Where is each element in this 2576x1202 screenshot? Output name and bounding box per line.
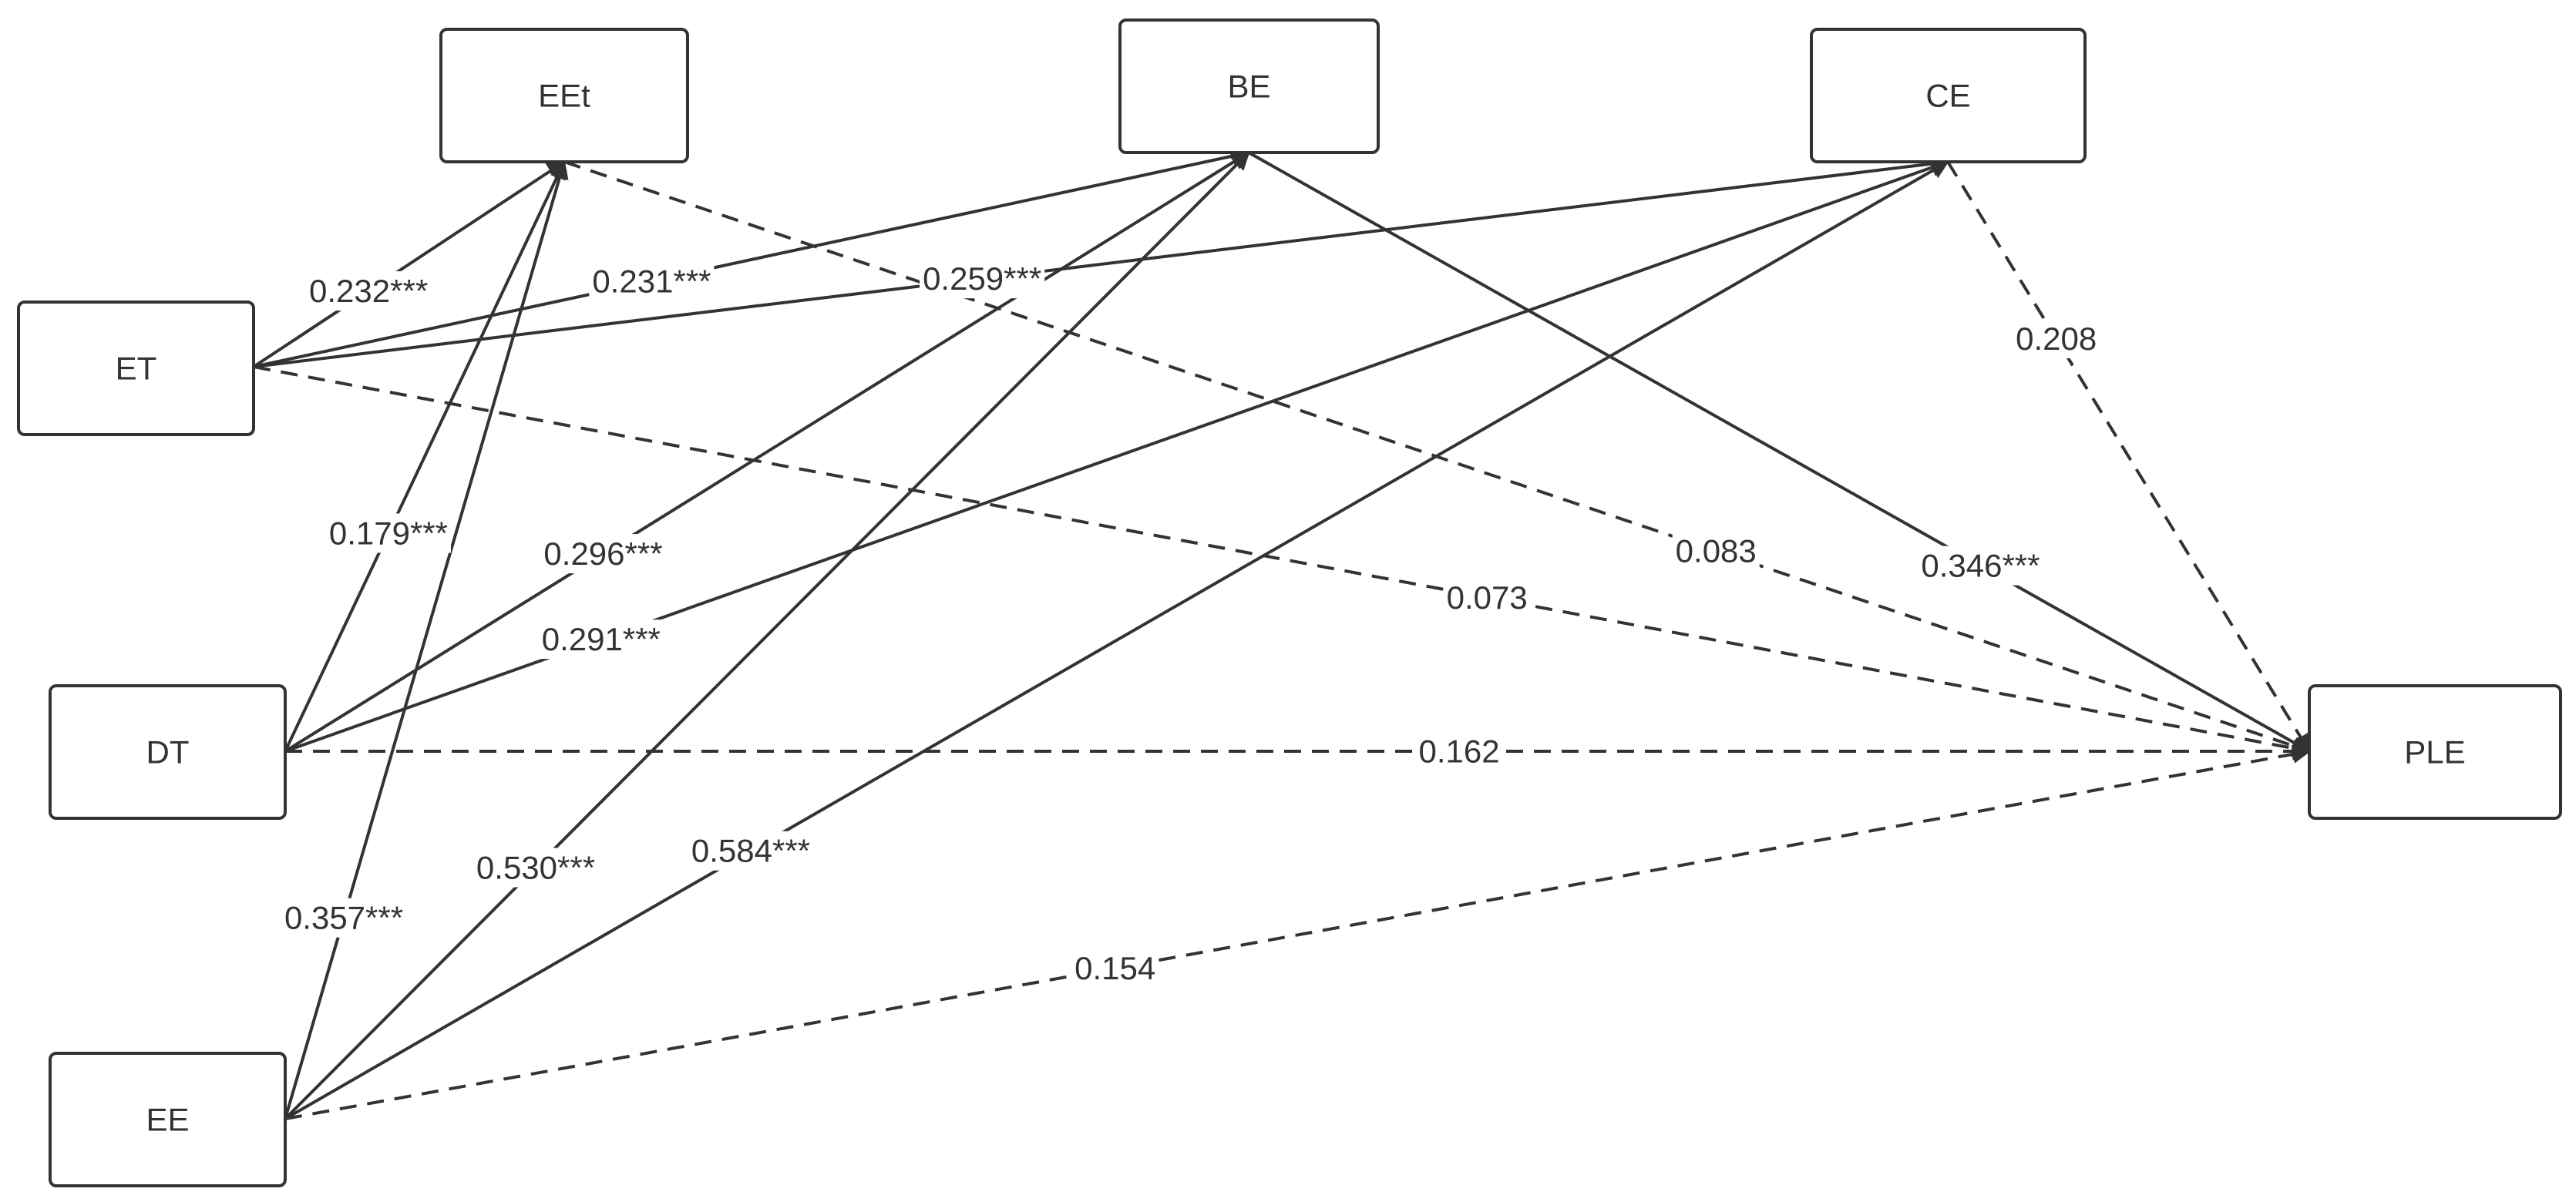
edge-label-ee-to-ple: 0.154 [1071, 948, 1159, 988]
edge-label-eet-to-ple: 0.083 [1672, 531, 1760, 571]
edge-label-dt-to-be: 0.296*** [540, 534, 666, 574]
edge-label-et-to-ple: 0.073 [1443, 577, 1531, 617]
edge-label-background [306, 271, 432, 311]
edge-ee-to-ce [284, 160, 1950, 1120]
edge-coefficient: 0.296*** [543, 536, 662, 572]
node-box [49, 1052, 287, 1187]
node-box [2308, 684, 2562, 820]
node-label: CE [1925, 78, 1970, 114]
node-box [49, 684, 287, 820]
node-dt: DT [49, 684, 287, 820]
edge-coefficient: 0.162 [1419, 734, 1500, 770]
edge-label-background [688, 831, 814, 871]
edge-ee-to-ple [284, 745, 2312, 1120]
edge-label-et-to-eet: 0.232*** [306, 271, 432, 311]
edge-label-dt-to-ple: 0.162 [1415, 731, 1503, 771]
edge-label-et-to-be: 0.231*** [589, 261, 715, 301]
edge-label-ee-to-be: 0.530*** [472, 848, 599, 888]
edge-label-background [472, 848, 599, 888]
edge-labels-layer: 0.232*** 0.231*** 0.259*** 0.073 0.179*** 0.2… [281, 259, 2100, 988]
edge-label-ce-to-ple: 0.208 [2013, 319, 2100, 358]
edge-label-et-to-ce: 0.259*** [920, 259, 1045, 299]
edge-label-ee-to-ce: 0.584*** [688, 831, 814, 871]
node-eet: EEt [439, 28, 689, 163]
edge-coefficient: 0.259*** [923, 260, 1041, 297]
edge-label-background [325, 513, 452, 553]
edge-label-background [538, 619, 664, 660]
edge-coefficient: 0.584*** [691, 833, 810, 869]
edge-label-background [281, 898, 407, 938]
edge-coefficient: 0.291*** [542, 621, 661, 657]
node-ee: EE [49, 1052, 287, 1187]
node-label: DT [146, 734, 190, 771]
edge-dt-to-be [284, 151, 1251, 753]
edge-label-background [1443, 577, 1531, 617]
edge-label-background [920, 259, 1045, 299]
edge-label-background [2013, 319, 2100, 358]
node-box [17, 300, 255, 436]
edge-dt-to-eet [284, 159, 566, 752]
edge-coefficient: 0.154 [1074, 950, 1155, 986]
edge-coefficient: 0.530*** [476, 849, 595, 885]
edge-coefficient: 0.232*** [309, 273, 428, 309]
node-ce: CE [1810, 28, 2087, 163]
edge-ee-to-eet [284, 159, 569, 1120]
node-label: ET [116, 351, 157, 387]
edge-coefficient: 0.346*** [1921, 548, 2040, 584]
nodes-layer: EEt BE CE ET DT EE PLE [17, 18, 2562, 1187]
edge-label-background [1672, 531, 1760, 571]
node-label: PLE [2404, 734, 2465, 771]
edge-dt-to-ce [284, 158, 1950, 753]
edge-label-dt-to-ce: 0.291*** [538, 619, 664, 660]
edge-et-to-ce [253, 154, 1950, 368]
edge-ee-to-be [284, 151, 1250, 1120]
node-label: BE [1227, 69, 1270, 105]
node-et: ET [17, 300, 255, 436]
node-box [1810, 28, 2087, 163]
edge-label-background [589, 261, 715, 301]
node-ple: PLE [2308, 684, 2562, 820]
edge-et-to-ple [253, 365, 2312, 757]
node-box [439, 28, 689, 163]
edge-coefficient: 0.208 [2016, 321, 2097, 357]
node-label: EEt [538, 78, 590, 114]
edge-coefficient: 0.357*** [284, 900, 403, 936]
edge-label-background [1071, 948, 1159, 988]
edge-ce-to-ple [1946, 160, 2311, 754]
edge-be-to-ple [1248, 151, 2312, 753]
edge-eet-to-ple [563, 160, 2312, 755]
node-be: BE [1118, 18, 1380, 154]
edge-label-background [540, 534, 666, 574]
edge-coefficient: 0.073 [1447, 579, 1528, 616]
node-label: EE [146, 1102, 189, 1138]
edge-label-background [1415, 731, 1503, 771]
edge-coefficient: 0.231*** [592, 263, 711, 299]
edge-label-ee-to-eet: 0.357*** [281, 898, 407, 938]
edge-coefficient: 0.083 [1676, 532, 1757, 569]
edge-label-be-to-ple: 0.346*** [1918, 546, 2043, 586]
edge-label-dt-to-eet: 0.179*** [325, 513, 452, 553]
node-box [1118, 18, 1380, 154]
edge-coefficient: 0.179*** [329, 515, 448, 551]
edge-et-to-eet [252, 160, 567, 368]
edge-label-background [1918, 546, 2043, 586]
edge-et-to-be [253, 146, 1251, 368]
